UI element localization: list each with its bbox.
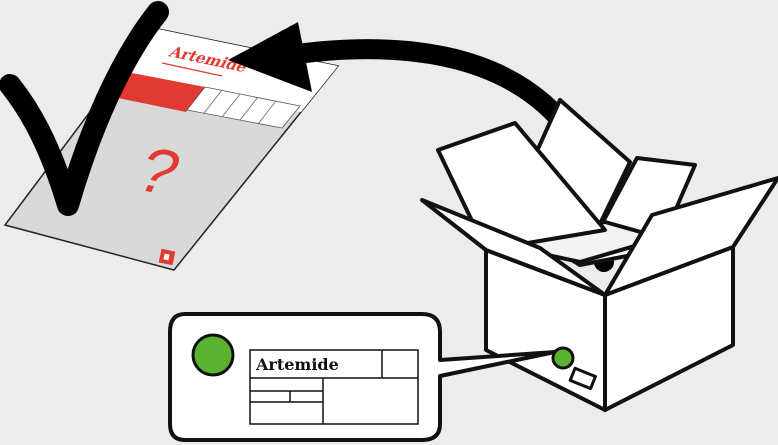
manual-red-product-icon [180,93,191,103]
box-green-dot [553,348,573,368]
callout-green-dot [193,335,233,375]
product-label-brand: Artemide [255,355,339,374]
